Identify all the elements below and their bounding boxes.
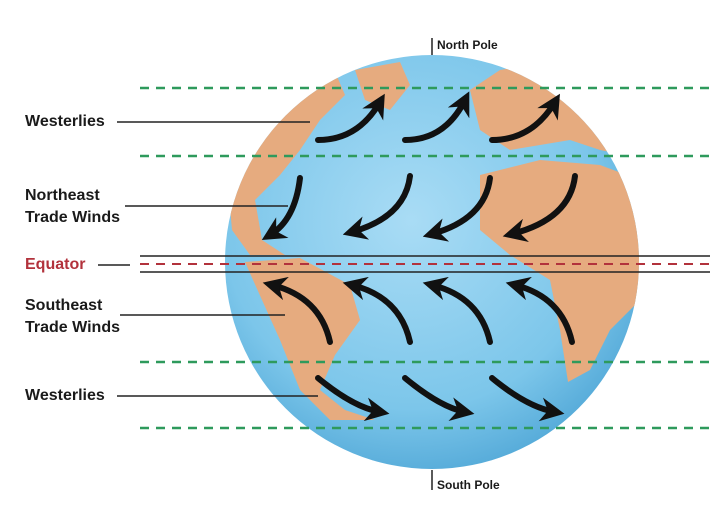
wind-arrow bbox=[489, 375, 565, 422]
wind-arrow bbox=[422, 175, 493, 242]
label-westerlies-north: Westerlies bbox=[25, 113, 105, 130]
wind-arrow bbox=[505, 276, 575, 345]
wind-arrow bbox=[315, 375, 390, 422]
label-north-pole: North Pole bbox=[437, 38, 498, 52]
wind-arrow bbox=[402, 91, 470, 143]
wind-arrows bbox=[261, 91, 578, 422]
label-northeast-trade-winds: Northeast Trade Winds bbox=[25, 187, 120, 226]
label-westerlies-south: Westerlies bbox=[25, 387, 105, 404]
label-south-pole: South Pole bbox=[437, 478, 500, 492]
wind-arrow bbox=[422, 276, 493, 345]
africa bbox=[480, 160, 639, 382]
wind-arrow bbox=[402, 375, 475, 421]
wind-arrow bbox=[342, 276, 413, 345]
equator-band bbox=[140, 255, 710, 273]
wind-arrow bbox=[489, 93, 560, 143]
label-southeast-trade-winds: Southeast Trade Winds bbox=[25, 297, 120, 336]
wind-arrow bbox=[342, 173, 413, 240]
wind-arrow bbox=[261, 175, 303, 240]
leader-lines bbox=[98, 38, 433, 490]
wind-arrow bbox=[262, 276, 333, 345]
wind-arrow bbox=[502, 173, 578, 243]
label-equator: Equator bbox=[25, 256, 86, 273]
wind-arrow bbox=[315, 93, 385, 143]
